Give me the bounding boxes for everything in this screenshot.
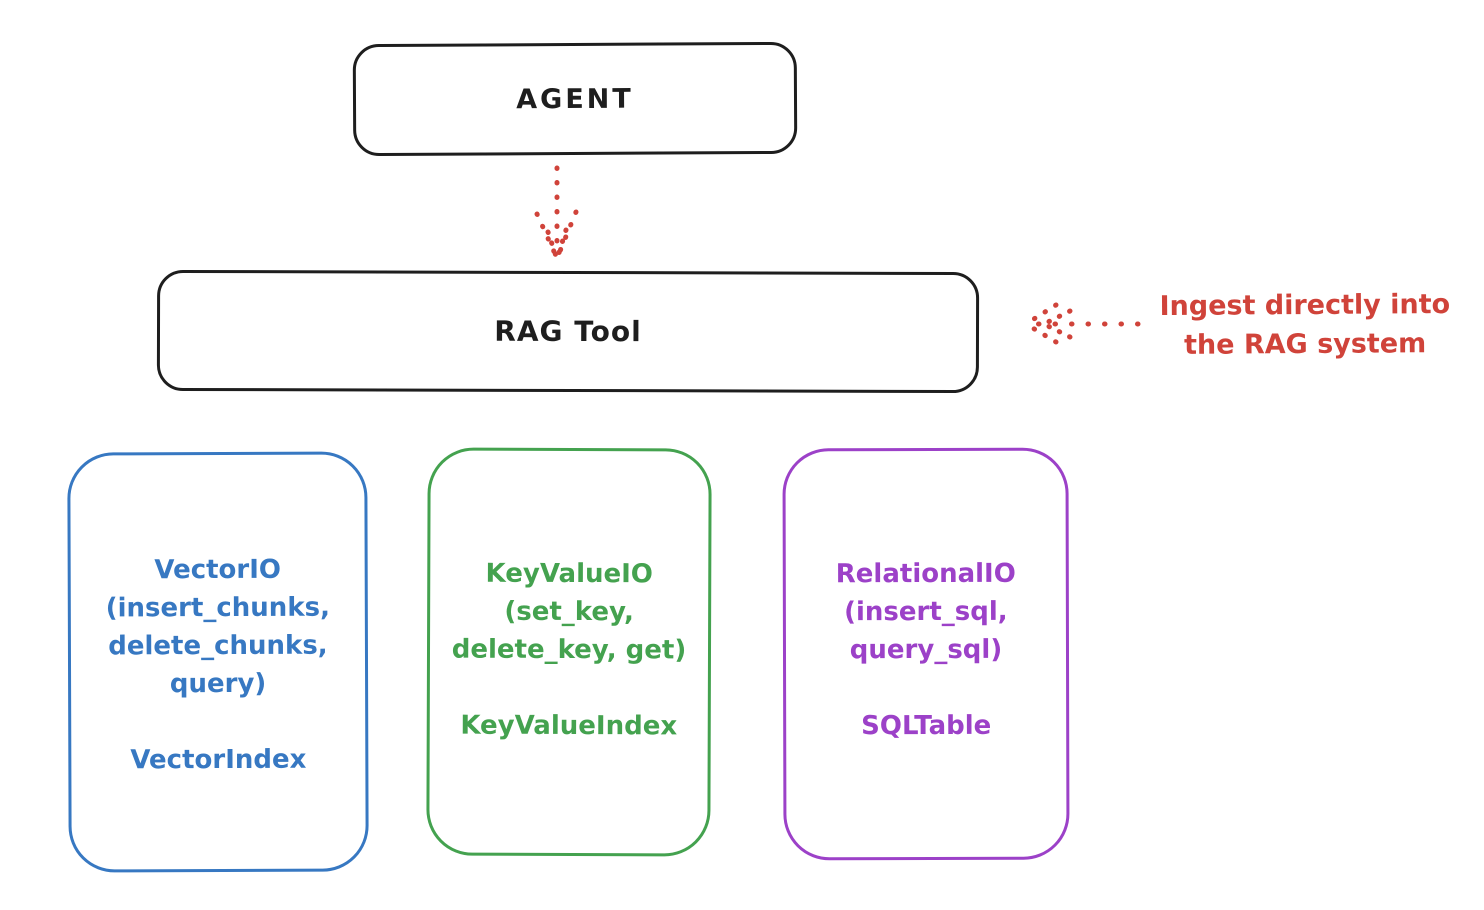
relational-io-line: (insert_sql, [844, 596, 1008, 628]
rag-tool-label: RAG Tool [494, 314, 642, 349]
vector-index-label: VectorIndex [130, 744, 307, 776]
keyvalue-io-line: KeyValueIO [485, 558, 653, 590]
vector-io-card: VectorIO (insert_chunks, delete_chunks, … [67, 451, 369, 873]
agent-label: AGENT [516, 83, 634, 115]
agent-box: AGENT [352, 41, 798, 157]
vector-io-line: delete_chunks, [108, 630, 328, 662]
keyvalue-index-label: KeyValueIndex [460, 710, 678, 742]
keyvalue-io-line: (set_key, [504, 596, 634, 628]
ingest-annotation-line-1: Ingest directly into [1159, 288, 1451, 323]
relational-io-line: query_sql) [849, 634, 1003, 666]
keyvalue-io-card: KeyValueIO (set_key, delete_key, get) Ke… [426, 447, 712, 857]
relational-io-card: RelationalIO (insert_sql, query_sql) SQL… [782, 447, 1070, 861]
vector-io-line: query) [169, 668, 267, 700]
ingest-annotation-text: Ingest directly into the RAG system [1140, 285, 1471, 365]
ingest-annotation-arrow [1023, 302, 1141, 345]
vector-io-line: (insert_chunks, [105, 592, 330, 624]
rag-tool-box: RAG Tool [156, 269, 980, 394]
relational-io-line: RelationalIO [835, 558, 1016, 590]
keyvalue-io-line: delete_key, get) [451, 634, 687, 666]
vector-io-line: VectorIO [154, 554, 282, 586]
sqltable-label: SQLTable [861, 710, 992, 742]
agent-to-rag-arrow [534, 165, 579, 259]
ingest-annotation-line-2: the RAG system [1183, 328, 1427, 361]
